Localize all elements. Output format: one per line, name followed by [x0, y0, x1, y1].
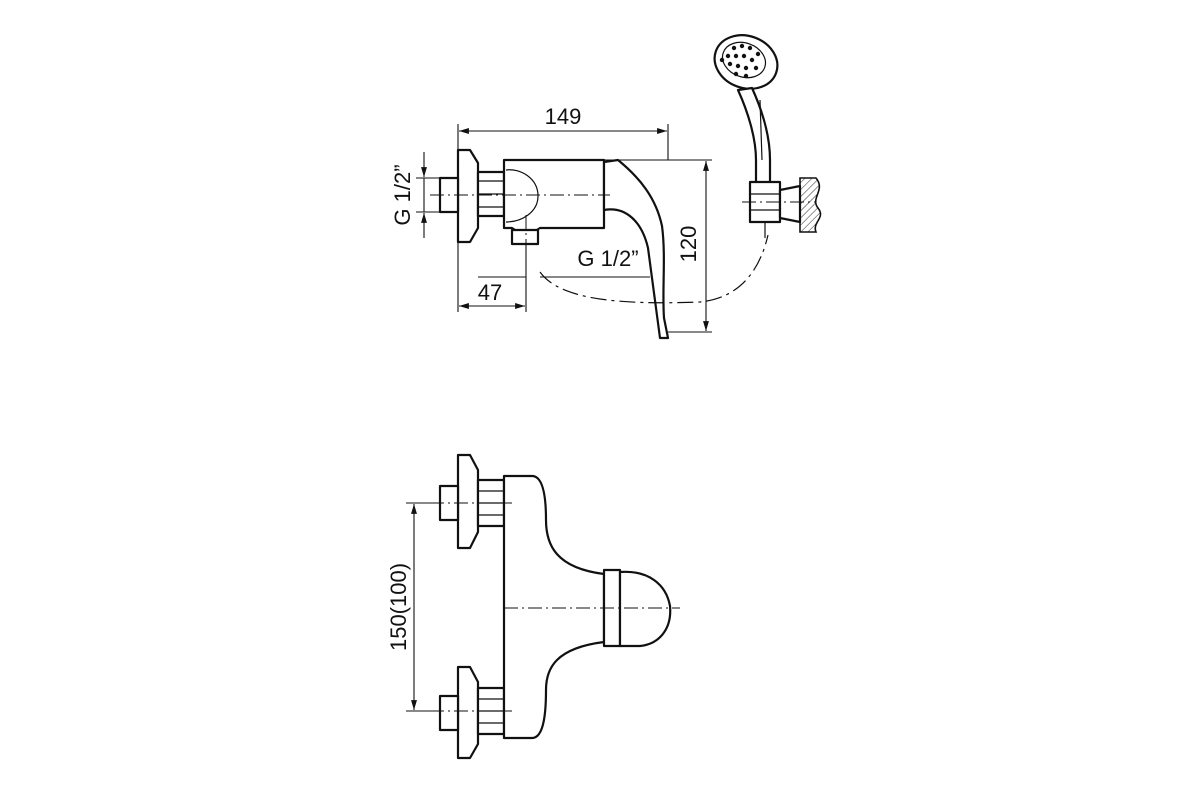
- lever-handle: [602, 158, 670, 340]
- hand-shower: [713, 34, 822, 238]
- front-view: 150(100): [386, 453, 680, 760]
- body-cap: [505, 169, 539, 223]
- outlet-thread-label: G 1/2”: [577, 246, 638, 271]
- handle-knob-front: [618, 570, 672, 648]
- dimension-offset-label: 47: [478, 280, 502, 305]
- mixer-body-front: [502, 474, 606, 740]
- top-flange: [456, 453, 480, 550]
- dimension-height-label: 120: [676, 226, 701, 263]
- shower-hose: [539, 234, 769, 304]
- wall-flange: [456, 148, 480, 244]
- outlet-spigot: [510, 228, 540, 246]
- dimension-width-label: 149: [545, 104, 582, 129]
- bottom-flange: [456, 665, 480, 760]
- bottom-inlet-stub: [438, 694, 460, 732]
- inlet-thread-label: G 1/2”: [390, 164, 415, 225]
- side-view: 149 120 47 G 1/2” G 1/2”: [390, 34, 822, 340]
- dimension-spacing-label: 150(100): [386, 563, 411, 651]
